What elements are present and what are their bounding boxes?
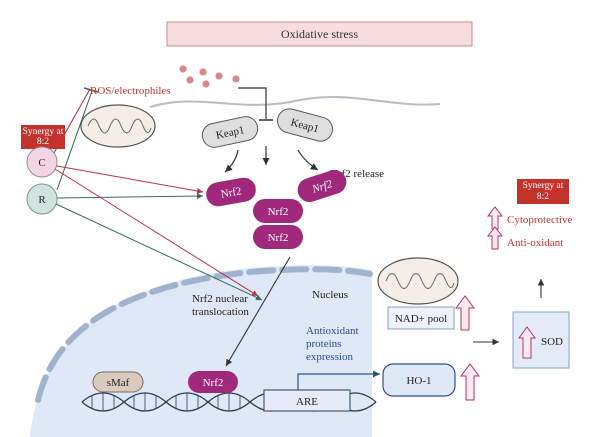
synergy-badge-left: Synergy at 8:2 [21, 125, 65, 149]
release-arrow-left [224, 149, 239, 173]
c-to-nrf2-arrow [56, 165, 204, 194]
ho1-label: HO-1 [406, 375, 431, 387]
keap1-left: Keap1 [201, 116, 259, 148]
synergy-right-text: Synergy at 8:2 [522, 181, 564, 202]
r-to-nrf2-arrow [56, 193, 204, 200]
expression-label-line3: expression [306, 351, 354, 363]
nucleus-label: Nucleus [312, 289, 348, 301]
nrf2-left: Nrf2 [206, 177, 256, 207]
antioxidant-icon [486, 226, 504, 250]
cytoprotective-icon [486, 206, 504, 230]
are-element: ARE [263, 389, 351, 412]
header-title: Oxidative stress [281, 27, 358, 41]
expression-label: Antioxidant proteins expression [306, 325, 361, 363]
ros-electrophiles-label: ROS/electrophiles [90, 85, 171, 97]
compound-r: R [26, 183, 58, 215]
nrf2-stack-top: Nrf2 [253, 199, 303, 223]
r-to-nucleus-arrow [55, 203, 263, 301]
synergy-badge-right: Synergy at 8:2 [517, 179, 569, 204]
translocation-label-line1: Nrf2 nuclear [192, 293, 248, 305]
nad-pool: NAD+ pool [387, 306, 455, 330]
nrf2-tilted: Nrf2 [297, 169, 347, 203]
nad-increase-icon [455, 295, 475, 331]
compound-c-label: C [38, 157, 45, 169]
nad-label: NAD+ pool [395, 313, 447, 325]
mitochondrion-right-icon [377, 257, 459, 305]
are-to-ho1-arrow [297, 370, 380, 390]
translocation-label-line2: translocation [192, 306, 249, 318]
cytoprotective-label: Cytoprotective [507, 214, 572, 226]
oxidative-stress-header: Oxidative stress [166, 21, 473, 47]
antioxidant-label: Anti-oxidant [507, 237, 563, 249]
ho1-protein: HO-1 [382, 363, 456, 397]
expression-label-line2: proteins [306, 338, 341, 350]
cell-membrane [149, 95, 441, 108]
c-to-nucleus-arrow [54, 168, 259, 297]
nrf2-stack-top-label: Nrf2 [268, 206, 289, 218]
compound-r-label: R [38, 194, 46, 206]
nrf2-nuclear: Nrf2 [188, 371, 238, 393]
compound-c: C [26, 146, 58, 178]
ho1-increase-icon [460, 363, 480, 401]
sod-label: SOD [541, 336, 563, 348]
keap1-right: Keap1 [277, 108, 333, 142]
nrf2-stack-bottom-label: Nrf2 [268, 232, 289, 244]
translocation-label: Nrf2 nuclear translocation [192, 293, 251, 318]
translocation-arrow [225, 256, 291, 367]
sod-box: SOD [512, 311, 570, 369]
nrf2-nuclear-label: Nrf2 [203, 377, 224, 389]
expression-label-line1: Antioxidant [306, 325, 359, 337]
are-label: ARE [296, 396, 318, 408]
nrf2-left-label: Nrf2 [220, 185, 243, 200]
smaf-label: sMaf [107, 377, 130, 389]
sod-increase-icon [518, 326, 536, 359]
nrf2-stack-bottom: Nrf2 [253, 225, 303, 249]
mitochondrion-left-icon [80, 104, 156, 148]
keap1-left-label: Keap1 [215, 124, 246, 142]
synergy-left-text: Synergy at 8:2 [22, 127, 64, 147]
ros-dots [179, 65, 240, 88]
release-arrow-right [297, 149, 319, 171]
smaf-protein: sMaf [92, 371, 144, 393]
ros-activation-line [238, 87, 267, 119]
